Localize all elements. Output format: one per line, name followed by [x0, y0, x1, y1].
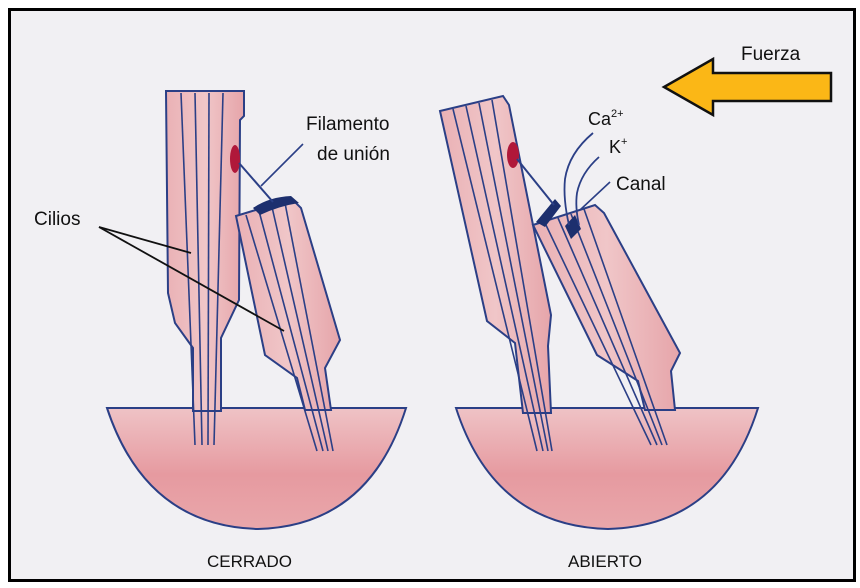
- calcium-label: Ca2+: [588, 108, 624, 129]
- open-caption: ABIERTO: [568, 552, 642, 571]
- tall-cilium-closed: [166, 91, 244, 445]
- filament-label-line1: Filamento: [306, 114, 389, 135]
- diagram-frame: Fuerza Filamento de unión Cilios Ca2+ K+…: [8, 8, 856, 582]
- filament-leader-line: [261, 144, 303, 186]
- tip-link-closed: [239, 163, 273, 202]
- closed-caption: CERRADO: [207, 552, 292, 571]
- cilia-label: Cilios: [34, 209, 80, 230]
- cell-body-closed: [107, 408, 406, 529]
- open-state: [440, 96, 758, 529]
- filament-label-line2: de unión: [317, 144, 390, 165]
- potassium-label: K+: [609, 136, 627, 157]
- force-label: Fuerza: [741, 44, 801, 65]
- tip-link-anchor-open: [507, 142, 519, 168]
- tall-cilium-open: [440, 96, 552, 451]
- hair-cell-diagram: Fuerza Filamento de unión Cilios Ca2+ K+…: [11, 11, 856, 582]
- cell-body-open: [456, 408, 758, 529]
- channel-label: Canal: [616, 174, 666, 195]
- force-arrow: [664, 59, 831, 115]
- tip-link-anchor-closed: [230, 145, 240, 173]
